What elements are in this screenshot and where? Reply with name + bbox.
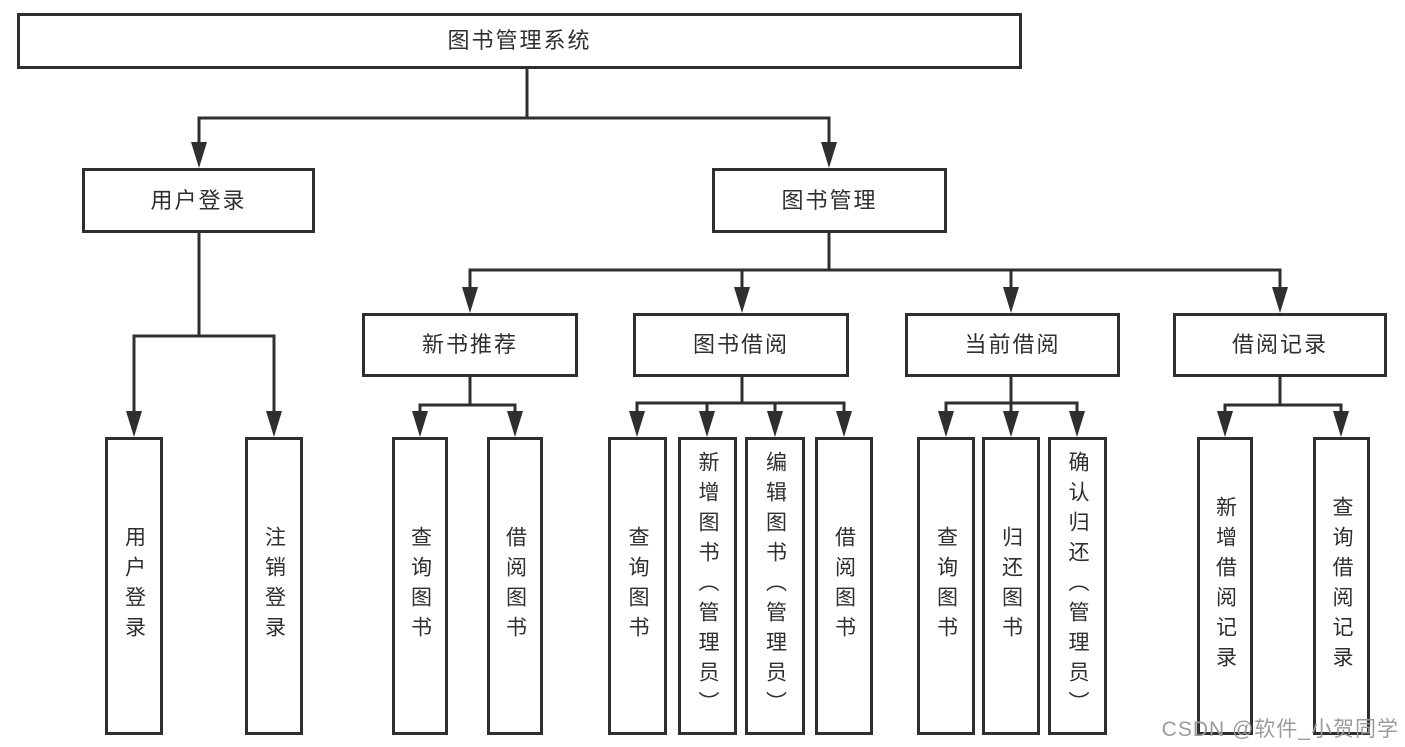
arrow-down-icon: [836, 411, 852, 437]
node-label: 确认归还（管理员）: [1066, 451, 1089, 721]
arrow-down-icon: [1003, 411, 1019, 437]
arrow-down-icon: [507, 411, 523, 437]
node-label: 借阅记录: [1231, 332, 1328, 357]
leaf-user-login: 用户登录: [105, 437, 163, 735]
leaf-borrow-books: 借阅图书: [815, 437, 873, 735]
node-label: 归还图书: [999, 526, 1023, 646]
node-label: 借阅图书: [832, 526, 856, 646]
arrow-down-icon: [1069, 411, 1085, 437]
node-label: 图书借阅: [692, 332, 789, 357]
node-user-login: 用户登录: [82, 168, 315, 233]
leaf-logout: 注销登录: [245, 437, 303, 735]
node-label: 图书管理: [781, 187, 878, 213]
node-label: 查询图书: [626, 526, 649, 646]
arrow-down-icon: [1003, 287, 1019, 313]
leaf-add-books-admin: 新增图书（管理员）: [678, 437, 737, 735]
node-label: 新增借阅记录: [1213, 496, 1237, 676]
arrow-down-icon: [629, 411, 645, 437]
node-label: 查询图书: [408, 526, 432, 646]
leaf-add-borrow-record: 新增借阅记录: [1197, 437, 1253, 735]
node-book-management: 图书管理: [712, 168, 947, 233]
node-new-book-recommend: 新书推荐: [362, 313, 578, 377]
node-borrowing-records: 借阅记录: [1173, 313, 1387, 377]
node-label: 新增图书（管理员）: [696, 451, 719, 721]
node-current-borrowing: 当前借阅: [905, 313, 1120, 377]
leaf-borrow-books-recommend: 借阅图书: [487, 437, 543, 735]
arrow-down-icon: [699, 411, 715, 437]
leaf-edit-books-admin: 编辑图书（管理员）: [745, 437, 805, 735]
node-label: 图书管理系统: [447, 28, 592, 53]
leaf-query-books-borrow: 查询图书: [608, 437, 667, 735]
node-label: 当前借阅: [964, 332, 1061, 357]
arrow-down-icon: [734, 287, 750, 313]
node-label: 查询借阅记录: [1330, 496, 1353, 676]
leaf-confirm-return-admin: 确认归还（管理员）: [1048, 437, 1107, 735]
node-label: 用户登录: [122, 526, 146, 646]
arrow-down-icon: [938, 411, 954, 437]
node-book-borrowing: 图书借阅: [633, 313, 849, 377]
leaf-return-books: 归还图书: [982, 437, 1040, 735]
leaf-query-books-current: 查询图书: [917, 437, 975, 735]
watermark: CSDN @软件_小贺同学: [1161, 718, 1399, 741]
node-label: 新书推荐: [421, 332, 518, 357]
node-label: 编辑图书（管理员）: [763, 451, 787, 721]
arrow-down-icon: [821, 142, 837, 168]
leaf-query-borrow-record: 查询借阅记录: [1313, 437, 1370, 735]
arrow-down-icon: [1333, 411, 1349, 437]
node-label: 查询图书: [934, 526, 958, 646]
node-label: 借阅图书: [503, 526, 527, 646]
arrow-down-icon: [412, 411, 428, 437]
arrow-down-icon: [266, 411, 282, 437]
arrow-down-icon: [462, 287, 478, 313]
arrow-down-icon: [1217, 411, 1233, 437]
arrow-down-icon: [126, 411, 142, 437]
arrow-down-icon: [767, 411, 783, 437]
node-label: 用户登录: [150, 187, 247, 213]
arrow-down-icon: [1272, 287, 1288, 313]
node-library-management-system: 图书管理系统: [17, 13, 1022, 69]
leaf-query-books-recommend: 查询图书: [392, 437, 448, 735]
node-label: 注销登录: [262, 526, 286, 646]
arrow-down-icon: [191, 142, 207, 168]
